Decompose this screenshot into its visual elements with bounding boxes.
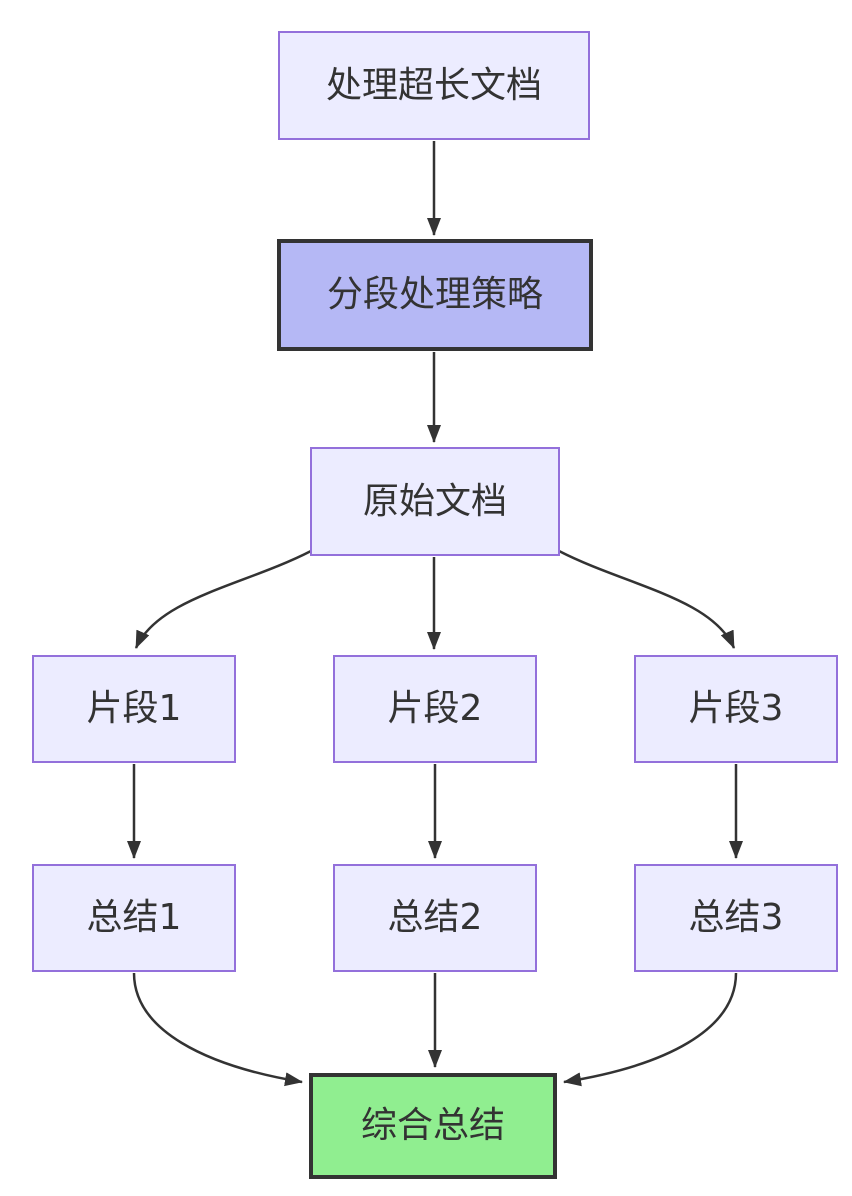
node-label: 分段处理策略 (326, 274, 543, 316)
node-fragment-3: 片段3 (634, 655, 838, 763)
node-segmentation-strategy: 分段处理策略 (277, 239, 593, 351)
node-label: 总结3 (688, 897, 784, 939)
node-original-document: 原始文档 (310, 447, 560, 556)
node-summary-1: 总结1 (32, 864, 236, 972)
node-summary-3: 总结3 (634, 864, 838, 972)
node-label: 片段3 (688, 688, 784, 730)
node-label: 原始文档 (362, 480, 507, 522)
node-label: 处理超长文档 (325, 64, 542, 106)
edge-e1-f (132, 972, 303, 1087)
edge-e3-f (563, 972, 738, 1087)
node-handle-long-document: 处理超长文档 (278, 31, 590, 140)
node-label: 总结1 (86, 897, 182, 939)
edge-c-d3 (558, 549, 736, 649)
node-fragment-1: 片段1 (32, 655, 236, 763)
node-fragment-2: 片段2 (333, 655, 537, 763)
node-label: 综合总结 (360, 1105, 505, 1147)
node-summary-2: 总结2 (333, 864, 537, 972)
node-label: 片段2 (387, 688, 483, 730)
node-label: 总结2 (387, 897, 483, 939)
node-label: 片段1 (86, 688, 182, 730)
node-final-summary: 综合总结 (309, 1073, 557, 1179)
edge-c-d1 (134, 549, 312, 649)
